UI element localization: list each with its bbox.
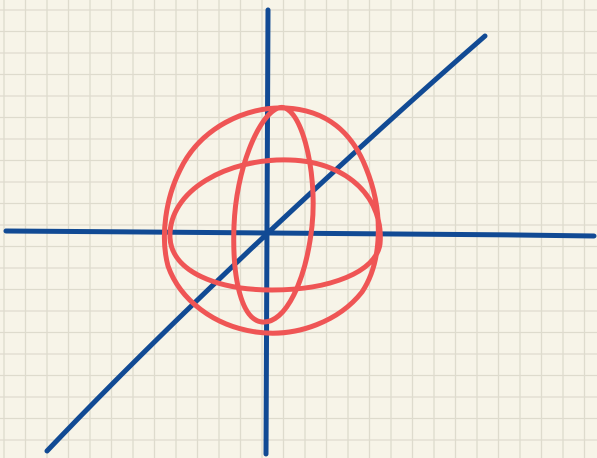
sketch-canvas (0, 0, 597, 458)
